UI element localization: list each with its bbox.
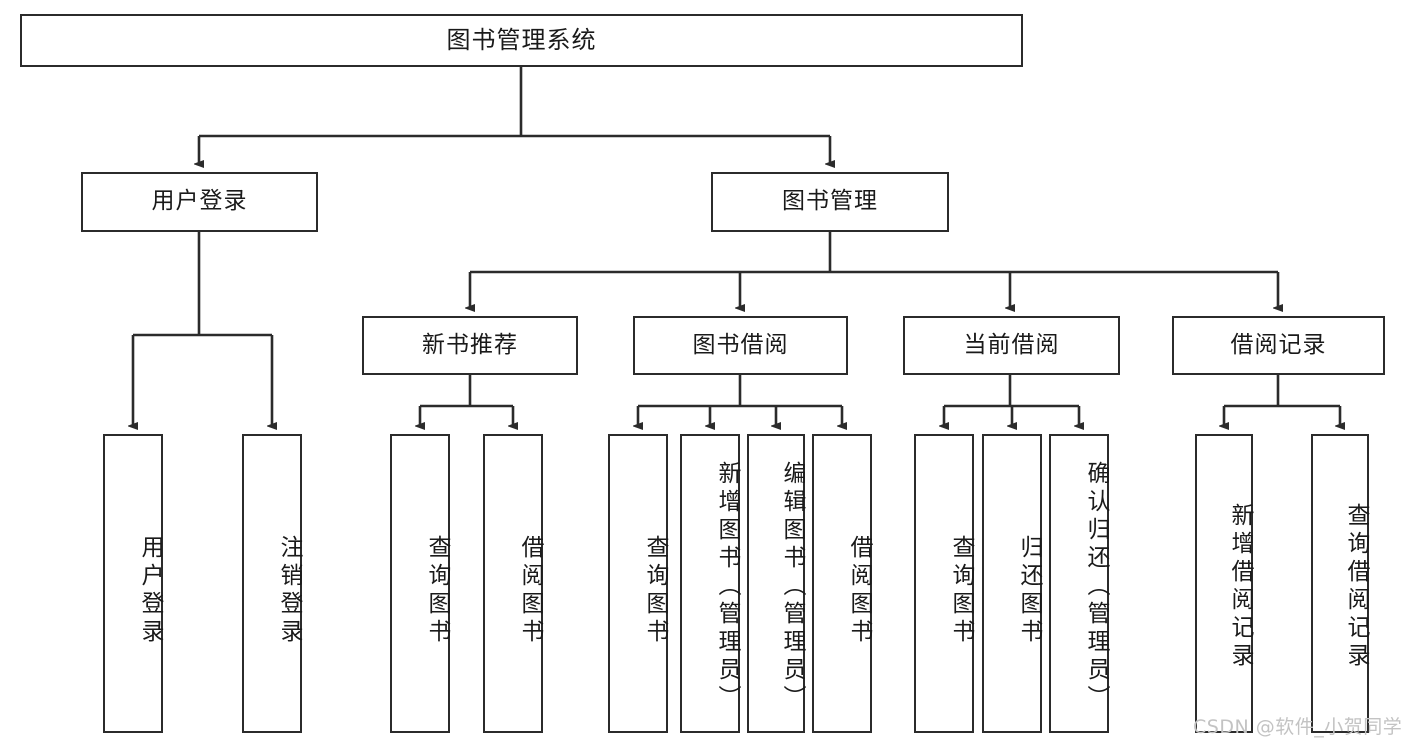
leaf-query-book-borrow[interactable]: 查询图书 (608, 434, 668, 733)
leaf-label: 确认归还（管理员） (1083, 460, 1109, 713)
leaf-label: 新增图书（管理员） (714, 460, 740, 713)
leaf-label: 借阅图书 (846, 534, 872, 647)
node-book-management[interactable]: 图书管理 (711, 172, 949, 232)
leaf-add-borrow-record[interactable]: 新增借阅记录 (1195, 434, 1253, 733)
leaf-borrow-book-recommend[interactable]: 借阅图书 (483, 434, 543, 733)
leaf-label: 借阅图书 (517, 534, 543, 647)
node-user-login[interactable]: 用户登录 (81, 172, 318, 232)
watermark-text: CSDN @软件_小贺同学 (1193, 716, 1403, 738)
node-current-borrow[interactable]: 当前借阅 (903, 316, 1120, 375)
leaf-label: 查询图书 (642, 534, 668, 647)
leaf-return-book[interactable]: 归还图书 (982, 434, 1042, 733)
leaf-label: 用户登录 (137, 534, 163, 647)
leaf-add-book-admin[interactable]: 新增图书（管理员） (680, 434, 740, 733)
leaf-borrow-book[interactable]: 借阅图书 (812, 434, 872, 733)
leaf-logout[interactable]: 注销登录 (242, 434, 302, 733)
leaf-label: 注销登录 (276, 534, 302, 647)
leaf-query-book-current[interactable]: 查询图书 (914, 434, 974, 733)
leaf-edit-book-admin[interactable]: 编辑图书（管理员） (747, 434, 805, 733)
leaf-query-borrow-record[interactable]: 查询借阅记录 (1311, 434, 1369, 733)
leaf-label: 新增借阅记录 (1227, 502, 1253, 671)
node-root-system[interactable]: 图书管理系统 (20, 14, 1023, 67)
leaf-label: 编辑图书（管理员） (779, 460, 805, 713)
leaf-label: 查询图书 (424, 534, 450, 647)
leaf-user-login[interactable]: 用户登录 (103, 434, 163, 733)
leaf-label: 归还图书 (1016, 534, 1042, 647)
node-new-book-recommend[interactable]: 新书推荐 (362, 316, 578, 375)
leaf-query-book-recommend[interactable]: 查询图书 (390, 434, 450, 733)
node-book-borrow[interactable]: 图书借阅 (633, 316, 848, 375)
leaf-label: 查询借阅记录 (1343, 502, 1369, 671)
leaf-confirm-return-admin[interactable]: 确认归还（管理员） (1049, 434, 1109, 733)
leaf-label: 查询图书 (948, 534, 974, 647)
node-borrow-record[interactable]: 借阅记录 (1172, 316, 1385, 375)
